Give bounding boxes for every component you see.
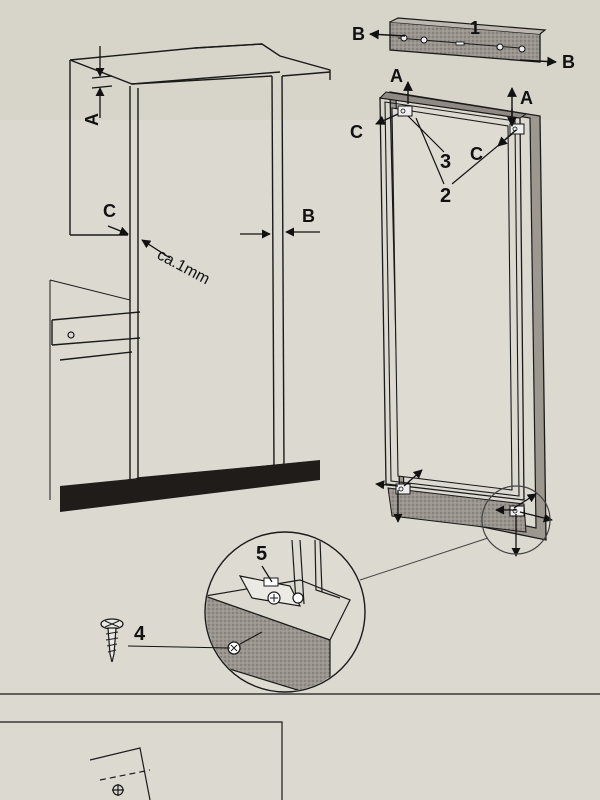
door-frame-panel: [378, 91, 547, 541]
label-2: 2: [440, 185, 451, 207]
label-b-bar-right: B: [562, 52, 575, 72]
label-a-left: A: [82, 113, 102, 126]
dimension-a-frame: [403, 81, 517, 127]
next-figure-fragment: [0, 721, 283, 800]
label-a-frame-left: A: [390, 66, 403, 86]
plinth: [60, 460, 320, 512]
label-4: 4: [134, 623, 146, 645]
bottom-adjust-arrows: [375, 469, 553, 557]
detail-marker-circle: [481, 485, 551, 555]
shelf-hole: [67, 331, 75, 339]
dimension-b-bar: [369, 29, 557, 67]
label-3: 3: [440, 151, 451, 173]
label-a-frame-right: A: [520, 88, 533, 108]
detail-connector-upper: [359, 537, 489, 581]
label-1: 1: [470, 18, 480, 38]
label-c-frame-left: C: [350, 122, 363, 142]
dimension-a-left: [91, 46, 113, 118]
leader-lines: [407, 115, 513, 185]
label-b-bar-left: B: [352, 24, 365, 44]
label-5: 5: [256, 543, 267, 565]
dimension-c-left: [107, 225, 171, 259]
screw-illustration: [100, 618, 231, 663]
dimension-b-left: [240, 227, 320, 239]
zoom-detail: [204, 531, 366, 693]
label-b-left: B: [302, 206, 315, 226]
label-c-frame-right: C: [470, 144, 483, 164]
top-bracket-bar: [389, 17, 547, 63]
label-c-left: C: [103, 201, 116, 221]
